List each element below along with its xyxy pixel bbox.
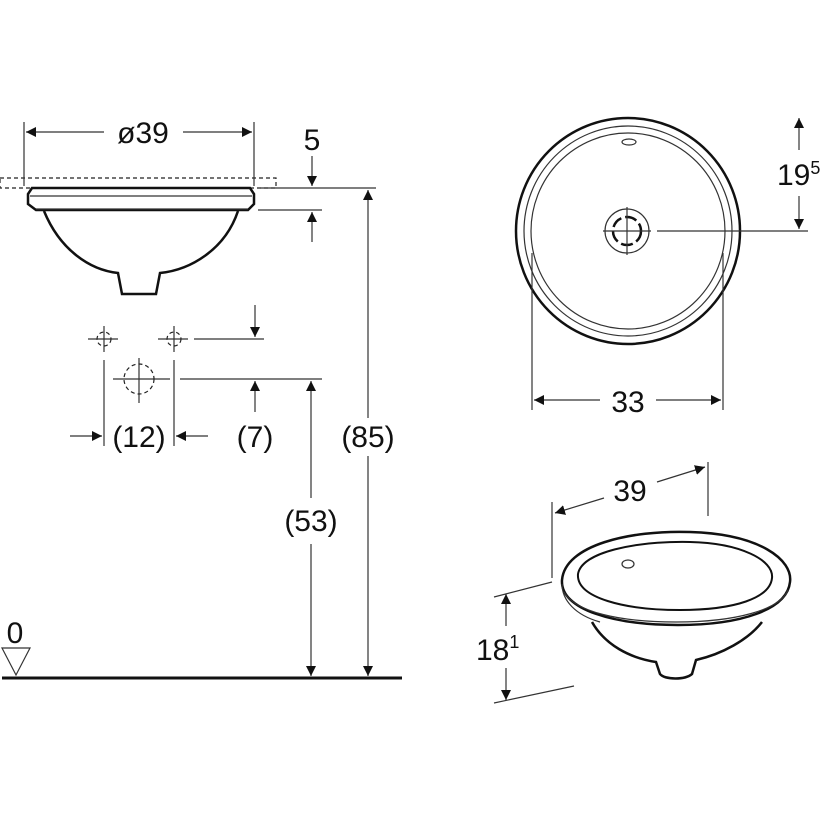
isometric-view: 39 181 bbox=[476, 462, 792, 704]
countertop-outline bbox=[0, 177, 277, 189]
floor-level-label: 0 bbox=[7, 617, 24, 650]
iso-width-label: 39 bbox=[613, 475, 646, 508]
overall-height-label: (85) bbox=[341, 421, 394, 454]
tap-drop-label: (7) bbox=[237, 421, 274, 454]
tap-spacing-label: (12) bbox=[112, 421, 165, 454]
side-view: ø39 5 (85) (12) bbox=[0, 117, 402, 680]
basin-isometric bbox=[560, 530, 792, 680]
top-view: 195 33 bbox=[514, 116, 820, 419]
tap-hole-left-icon bbox=[88, 326, 118, 352]
inner-width-label: 33 bbox=[611, 386, 644, 419]
diameter-label: ø39 bbox=[117, 117, 169, 150]
basin-side-profile bbox=[26, 186, 256, 296]
waste-outlet-icon bbox=[113, 358, 170, 403]
rim-offset-label: 5 bbox=[304, 124, 321, 157]
drain-offset-label: 195 bbox=[777, 158, 820, 192]
drain-icon bbox=[603, 207, 651, 255]
iso-height-label: 181 bbox=[476, 632, 519, 667]
overflow-hole-icon bbox=[621, 138, 637, 146]
floor-level-triangle-icon bbox=[1, 647, 31, 677]
waste-height-label: (53) bbox=[284, 505, 337, 538]
tap-hole-right-icon bbox=[158, 326, 188, 352]
